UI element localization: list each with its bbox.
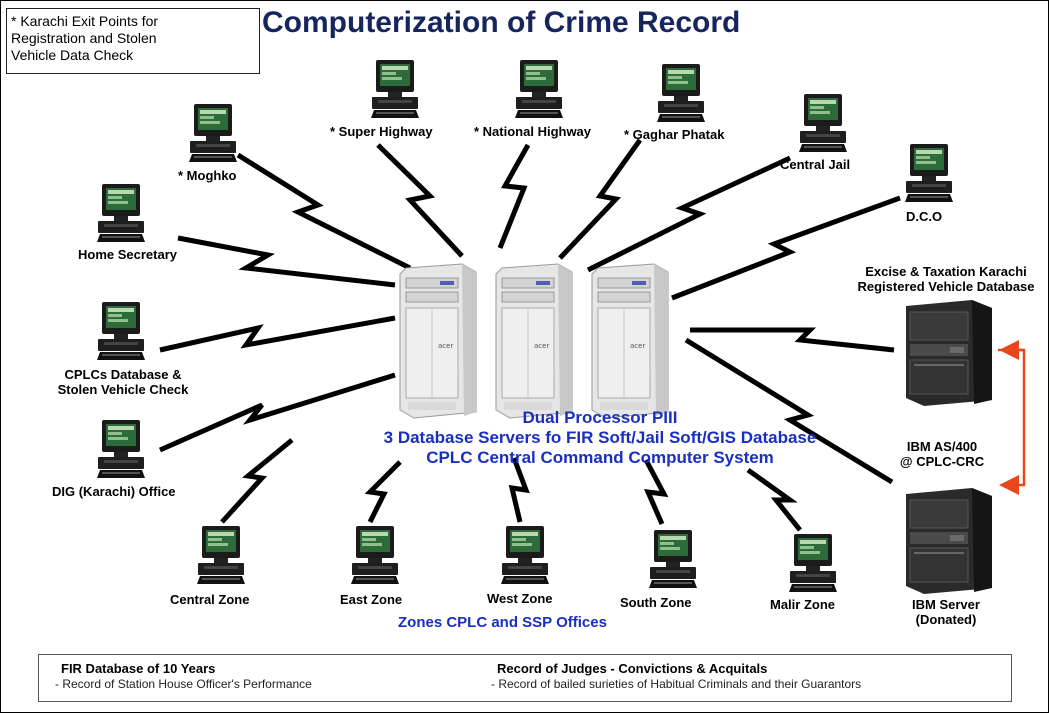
label-excise-line1: Excise & Taxation Karachi xyxy=(865,264,1027,279)
link-central-zone xyxy=(220,438,294,524)
pc-dig-office-icon xyxy=(96,418,146,482)
footer-box: FIR Database of 10 Years - Record of Sta… xyxy=(38,654,1012,702)
note-line-3: Vehicle Data Check xyxy=(11,47,134,63)
pc-cplc-database-icon xyxy=(96,300,146,364)
footer-right-sub: - Record of bailed surieties of Habitual… xyxy=(491,677,862,691)
server-line-3: CPLC Central Command Computer System xyxy=(426,448,774,467)
server-line-1: Dual Processor PIII xyxy=(522,408,678,427)
pc-dco-icon xyxy=(904,142,954,206)
link-gaghar-phatak xyxy=(558,138,643,260)
link-super-highway xyxy=(376,143,464,258)
label-excise: Excise & Taxation Karachi Registered Veh… xyxy=(846,264,1046,294)
link-moghko xyxy=(236,152,412,271)
label-central-zone: Central Zone xyxy=(170,592,250,607)
zones-caption: Zones CPLC and SSP Offices xyxy=(398,614,607,631)
link-malir-zone xyxy=(746,467,802,532)
label-ibm-as400: IBM AS/400 @ CPLC-CRC xyxy=(890,439,994,469)
server-3-tower-icon: acer xyxy=(588,262,670,420)
note-line-2: Registration and Stolen xyxy=(11,30,157,46)
exit-points-note: * Karachi Exit Points for Registration a… xyxy=(6,8,260,74)
link-home-secretary xyxy=(177,235,396,288)
ibm-excise-server-icon xyxy=(900,298,996,408)
pc-gaghar-phatak-icon xyxy=(656,62,706,126)
sync-arrow xyxy=(998,340,1026,495)
svg-text:acer: acer xyxy=(630,342,645,350)
pc-super-highway-icon xyxy=(370,58,420,122)
pc-east-zone-icon xyxy=(350,524,400,588)
label-ibm-line2: @ CPLC-CRC xyxy=(899,454,985,469)
footer-right-title: Record of Judges - Convictions & Acquita… xyxy=(497,661,768,676)
server-2-tower-icon: acer xyxy=(492,262,574,420)
footer-left-title: FIR Database of 10 Years xyxy=(61,661,216,676)
svg-text:acer: acer xyxy=(438,342,453,350)
pc-home-secretary-icon xyxy=(96,182,146,246)
link-dco xyxy=(671,195,901,301)
link-south-zone xyxy=(643,458,669,526)
label-ibm-server-line1: IBM Server xyxy=(912,597,980,612)
label-excise-line2: Registered Vehicle Database xyxy=(857,279,1035,294)
label-dig-office: DIG (Karachi) Office xyxy=(52,484,176,499)
svg-text:acer: acer xyxy=(534,342,549,350)
link-national-highway xyxy=(497,143,531,249)
ibm-as400-server-icon xyxy=(900,486,996,596)
label-malir-zone: Malir Zone xyxy=(770,597,836,612)
label-ibm-server-line2: (Donated) xyxy=(915,612,977,627)
label-cplc-database: CPLCs Database & Stolen Vehicle Check xyxy=(48,367,198,397)
link-west-zone xyxy=(508,457,530,523)
footer-left-sub: - Record of Station House Officer's Perf… xyxy=(55,677,312,691)
link-excise xyxy=(690,327,895,353)
link-cplc-database xyxy=(159,315,396,353)
label-cplc-database-line1: CPLCs Database & xyxy=(64,367,182,382)
label-ibm-server: IBM Server (Donated) xyxy=(896,597,996,627)
server-description: Dual Processor PIII 3 Database Servers f… xyxy=(370,408,830,468)
pc-national-highway-icon xyxy=(514,58,564,122)
pc-central-jail-icon xyxy=(798,92,848,156)
server-1-tower-icon: acer xyxy=(396,262,478,420)
label-national-highway: * National Highway xyxy=(474,124,592,139)
label-south-zone: South Zone xyxy=(620,595,692,610)
note-line-1: * Karachi Exit Points for xyxy=(11,13,159,29)
label-moghko: * Moghko xyxy=(178,168,237,183)
label-ibm-line1: IBM AS/400 xyxy=(906,439,978,454)
link-east-zone xyxy=(364,460,402,524)
label-home-secretary: Home Secretary xyxy=(78,247,177,262)
label-central-jail: Central Jail xyxy=(780,157,851,172)
label-cplc-database-line2: Stolen Vehicle Check xyxy=(57,382,189,397)
label-gaghar-phatak: * Gaghar Phatak xyxy=(624,127,725,142)
pc-south-zone-icon xyxy=(648,528,698,592)
pc-malir-zone-icon xyxy=(788,532,838,596)
pc-west-zone-icon xyxy=(500,524,550,588)
link-ibm xyxy=(684,337,894,485)
label-super-highway: * Super Highway xyxy=(330,124,433,139)
server-line-2: 3 Database Servers fo FIR Soft/Jail Soft… xyxy=(383,428,817,447)
label-west-zone: West Zone xyxy=(487,591,553,606)
label-dco: D.C.O xyxy=(906,209,943,224)
page-title: Computerization of Crime Record xyxy=(262,6,741,39)
label-east-zone: East Zone xyxy=(340,592,403,607)
link-dig-office xyxy=(158,372,396,453)
link-central-jail xyxy=(586,155,792,273)
pc-moghko-icon xyxy=(188,102,238,166)
pc-central-zone-icon xyxy=(196,524,246,588)
